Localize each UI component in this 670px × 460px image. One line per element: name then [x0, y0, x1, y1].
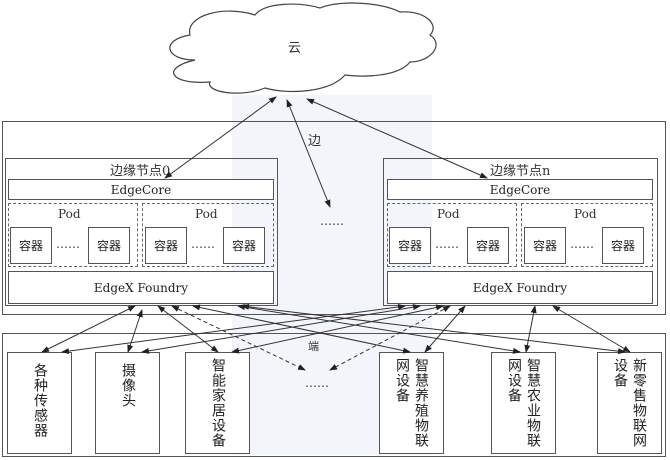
container: 容器: [467, 227, 509, 264]
edgex-n-label: EdgeX Foundry: [472, 280, 568, 295]
container-label: 容器: [153, 239, 178, 253]
container-label: 容器: [475, 239, 500, 253]
container: 容器: [389, 227, 431, 264]
container: 容器: [145, 227, 187, 264]
arrow: [164, 96, 277, 179]
pod-n-1-label: Pod: [574, 207, 597, 221]
arrow: [524, 305, 537, 353]
arrow: [241, 303, 626, 355]
container: 容器: [223, 227, 265, 264]
edgex-0-label: EdgeX Foundry: [93, 280, 189, 295]
pod-n-0: [387, 203, 517, 267]
pod-n-1: [521, 203, 653, 267]
arrow: [231, 304, 444, 354]
arrow: [41, 305, 136, 353]
edgex-foundry-0: EdgeX Foundry: [8, 271, 274, 304]
device-label: 新零售物联网: [631, 358, 647, 448]
edgecore-n-label: EdgeCore: [489, 182, 551, 197]
device-camera: 摄像头: [95, 352, 160, 454]
edgecore-0: EdgeCore: [8, 179, 274, 200]
container-label: 容器: [18, 239, 43, 253]
edgex-foundry-n: EdgeX Foundry: [387, 271, 653, 304]
device-sensors: 各种传感器: [7, 352, 72, 454]
arrow: [306, 98, 488, 179]
device-label-line2: 网设备: [506, 358, 522, 403]
pod-0-0-label: Pod: [58, 207, 81, 221]
cloud-label: 云: [288, 41, 301, 56]
edge-node-n-title: 边缘节点n: [490, 164, 551, 179]
pod-n-0-label: Pod: [437, 207, 460, 221]
end-ellipsis: ……: [305, 376, 329, 390]
container: 容器: [602, 227, 644, 264]
container-label: 容器: [397, 239, 422, 253]
container-ellipsis: ……: [191, 237, 215, 251]
device-label: 摄像头: [120, 363, 136, 408]
arrow: [127, 309, 143, 353]
cloud-icon: [169, 2, 437, 94]
container-label: 容器: [231, 239, 256, 253]
container: 容器: [88, 227, 130, 264]
device-label: 智慧养殖物联: [413, 358, 429, 448]
container: 容器: [524, 227, 566, 264]
device-label: 智慧农业物联: [525, 358, 541, 448]
edgecore-0-label: EdgeCore: [110, 182, 172, 197]
container-ellipsis: ……: [56, 237, 80, 251]
pod-0-1: [142, 203, 274, 267]
container-ellipsis: ……: [570, 237, 594, 251]
container: 容器: [10, 227, 52, 264]
arrow: [157, 305, 219, 353]
edge-ellipsis: ……: [320, 214, 344, 228]
arrow: [286, 99, 331, 208]
container-label: 容器: [610, 239, 635, 253]
container-ellipsis: ……: [435, 237, 459, 251]
device-label-line2: 设备: [612, 358, 628, 388]
pod-0-1-label: Pod: [195, 207, 218, 221]
device-label: 智能家居设备: [210, 358, 226, 448]
container-label: 容器: [532, 239, 557, 253]
edgecore-n: EdgeCore: [387, 179, 653, 200]
pod-0-0: [8, 203, 138, 267]
device-label: 各种传感器: [32, 363, 48, 438]
device-new-retail: 新零售物联网 设备: [597, 352, 662, 454]
arrow: [61, 303, 406, 355]
edge-node-0-title: 边缘节点0: [110, 164, 171, 179]
container-label: 容器: [96, 239, 121, 253]
